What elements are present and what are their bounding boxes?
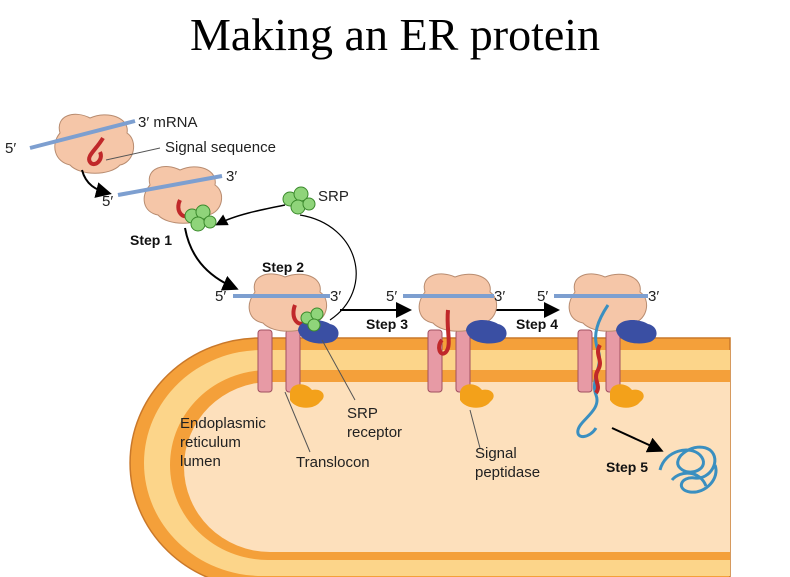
signal-peptidase-label-2: peptidase bbox=[475, 464, 540, 481]
translocon-3 bbox=[577, 329, 621, 393]
three-prime-label-4: 3′ bbox=[494, 288, 505, 305]
srp-free bbox=[282, 186, 316, 215]
mrna-strand-1 bbox=[29, 119, 136, 150]
translocon-label: Translocon bbox=[296, 454, 370, 471]
er-lumen-label-2: reticulum bbox=[180, 434, 241, 451]
ribosome-step3 bbox=[418, 273, 498, 332]
three-prime-label-2: 3′ bbox=[226, 168, 237, 185]
signal-peptidase-1 bbox=[290, 384, 324, 408]
three-prime-label-5: 3′ bbox=[648, 288, 659, 305]
er-lumen-label-3: lumen bbox=[180, 453, 221, 470]
step-2-label: Step 2 bbox=[262, 259, 304, 275]
srp-bound-2 bbox=[300, 307, 324, 332]
page-title: Making an ER protein bbox=[189, 9, 601, 60]
srp-label: SRP bbox=[318, 188, 349, 205]
mrna-strand-2 bbox=[117, 174, 223, 197]
er-lumen-label-1: Endoplasmic bbox=[180, 415, 266, 432]
srp-receptor-label-2: receptor bbox=[347, 424, 402, 441]
srp-receptor-2 bbox=[466, 320, 507, 344]
signal-peptidase-label-1: Signal bbox=[475, 445, 517, 462]
srp-receptor-label-1: SRP bbox=[347, 405, 378, 422]
five-prime-label-1: 5′ bbox=[5, 140, 16, 157]
folded-protein bbox=[658, 445, 718, 494]
signal-peptidase-3 bbox=[610, 384, 644, 408]
er-membrane bbox=[129, 337, 731, 577]
srp-receptor-3 bbox=[616, 320, 657, 344]
five-prime-label-5: 5′ bbox=[537, 288, 548, 305]
signal-sequence-label: Signal sequence bbox=[165, 139, 276, 156]
srp-bound-1 bbox=[184, 204, 217, 232]
step-4-label: Step 4 bbox=[516, 316, 558, 332]
signal-peptidase-2 bbox=[460, 384, 494, 408]
step-5-label: Step 5 bbox=[606, 459, 648, 475]
signal-sequence-1 bbox=[87, 136, 105, 167]
step-3-label: Step 3 bbox=[366, 316, 408, 332]
three-prime-label-3: 3′ bbox=[330, 288, 341, 305]
mrna-label: 3′ mRNA bbox=[138, 114, 198, 131]
five-prime-label-4: 5′ bbox=[386, 288, 397, 305]
step-1-label: Step 1 bbox=[130, 232, 172, 248]
growing-protein bbox=[576, 304, 610, 438]
five-prime-label-2: 5′ bbox=[102, 193, 113, 210]
ribosome-step4 bbox=[568, 273, 648, 332]
translocon-1 bbox=[257, 329, 301, 393]
five-prime-label-3: 5′ bbox=[215, 288, 226, 305]
